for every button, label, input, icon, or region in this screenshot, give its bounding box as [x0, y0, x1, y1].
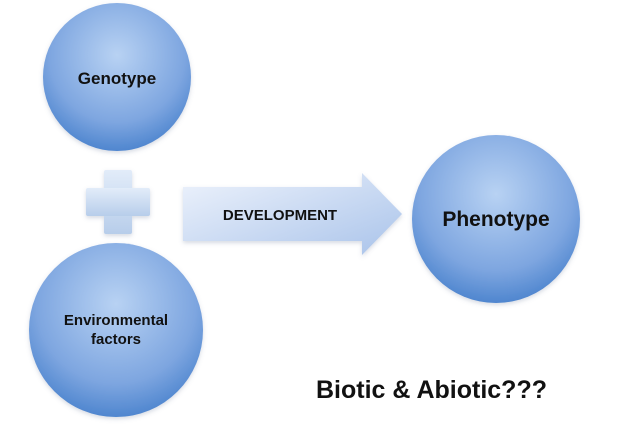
environment-node: Environmental factors [29, 243, 203, 417]
development-arrow: DEVELOPMENT [183, 173, 402, 255]
environment-label-line1: Environmental [64, 312, 168, 329]
biotic-abiotic-caption: Biotic & Abiotic??? [316, 376, 547, 404]
right-arrow-icon [183, 173, 402, 255]
phenotype-node: Phenotype [412, 135, 580, 303]
phenotype-label: Phenotype [442, 208, 549, 231]
environment-circle [29, 243, 203, 417]
genotype-label: Genotype [78, 69, 156, 88]
development-label: DEVELOPMENT [223, 207, 337, 224]
plus-icon [86, 170, 150, 234]
genotype-circle [43, 3, 191, 151]
environment-label-line2: factors [91, 331, 141, 348]
genotype-node: Genotype [43, 3, 191, 151]
phenotype-circle [412, 135, 580, 303]
